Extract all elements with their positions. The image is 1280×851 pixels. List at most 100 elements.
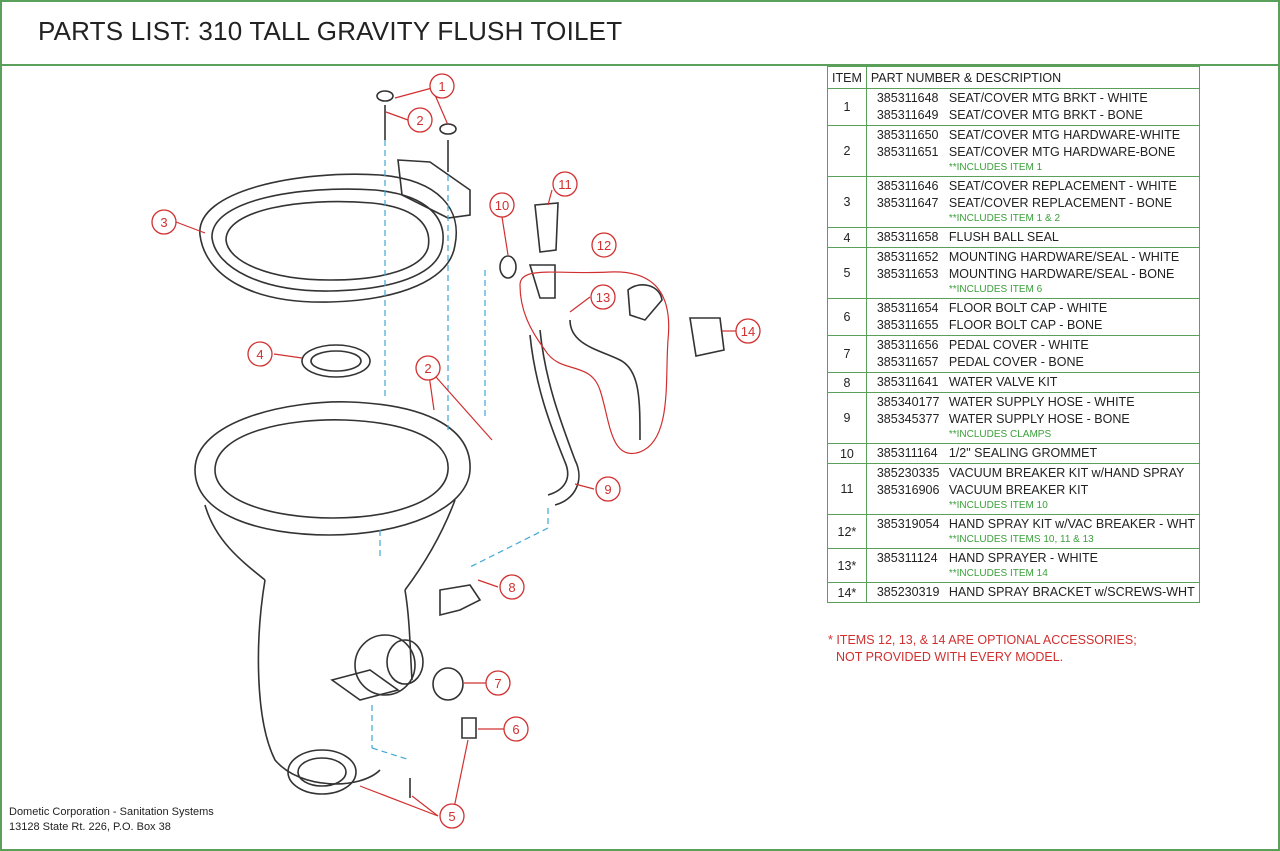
part-description: VACUUM BREAKER KIT: [948, 483, 1089, 497]
svg-text:11: 11: [558, 177, 572, 192]
svg-text:12: 12: [597, 238, 611, 253]
part-number: 385311164: [876, 446, 938, 460]
part-number: 385311650: [876, 128, 939, 142]
part-line: 385340177 WATER SUPPLY HOSE - WHITE: [871, 394, 1195, 411]
svg-text:4: 4: [256, 347, 263, 362]
part-description: WATER SUPPLY HOSE - WHITE: [948, 395, 1135, 409]
header: PARTS LIST: 310 TALL GRAVITY FLUSH TOILE…: [0, 0, 1280, 66]
includes-note: **INCLUDES ITEM 1 & 2: [948, 213, 1061, 224]
part-number: 385311656: [876, 338, 939, 352]
part-number: 385230335: [876, 466, 940, 480]
svg-text:1: 1: [438, 79, 445, 94]
svg-text:13: 13: [596, 290, 610, 305]
company-line-1: Dometic Corporation - Sanitation Systems: [9, 806, 214, 818]
callout-1: 1: [429, 73, 455, 99]
part-number: 385311657: [876, 355, 939, 369]
part-description-cell: 385311641 WATER VALVE KIT: [865, 372, 1201, 393]
item-number: 1: [827, 88, 867, 126]
part-number: 385311641: [876, 375, 939, 389]
part-number: 385316906: [876, 483, 940, 497]
part-number: 385311651: [876, 145, 939, 159]
svg-text:9: 9: [604, 482, 611, 497]
part-line: 385316906 VACUUM BREAKER KIT: [871, 482, 1195, 499]
part-number: 385340177: [876, 395, 940, 409]
item-number: 11: [827, 463, 867, 515]
part-description: SEAT/COVER MTG BRKT - BONE: [948, 108, 1143, 122]
callout-14: 14: [735, 318, 761, 344]
callout-9: 9: [595, 476, 621, 502]
part-number: 385311658: [876, 230, 939, 244]
callout-2-top: 2: [407, 107, 433, 133]
includes-note: **INCLUDES ITEMS 10, 11 & 13: [948, 534, 1094, 545]
part-description: WATER VALVE KIT: [948, 375, 1058, 389]
part-description: FLOOR BOLT CAP - WHITE: [948, 301, 1108, 315]
svg-text:2: 2: [416, 113, 423, 128]
includes-note: **INCLUDES CLAMPS: [948, 429, 1052, 440]
callout-2-bowl: 2: [415, 355, 441, 381]
part-number: 385311646: [876, 179, 939, 193]
optional-accessories-footnote: * ITEMS 12, 13, & 14 ARE OPTIONAL ACCESS…: [828, 632, 1137, 666]
table-row: 11 385230335 VACUUM BREAKER KIT w/HAND SPR…: [827, 463, 1201, 515]
part-number: 385345377: [876, 412, 940, 426]
part-description-cell: 385311650 SEAT/COVER MTG HARDWARE-WHITE 38…: [865, 125, 1201, 177]
footnote-line-2: NOT PROVIDED WITH EVERY MODEL.: [836, 650, 1064, 664]
callout-5: 5: [439, 803, 465, 829]
page-title: PARTS LIST: 310 TALL GRAVITY FLUSH TOILE…: [38, 16, 623, 46]
part-description: VACUUM BREAKER KIT w/HAND SPRAY: [948, 466, 1185, 480]
callout-4: 4: [247, 341, 273, 367]
part-line: 385311646 SEAT/COVER REPLACEMENT - WHITE: [871, 178, 1195, 195]
footnote-line-1: * ITEMS 12, 13, & 14 ARE OPTIONAL ACCESS…: [828, 633, 1137, 647]
part-description: SEAT/COVER REPLACEMENT - WHITE: [948, 179, 1177, 193]
includes-note: **INCLUDES ITEM 1: [948, 162, 1043, 173]
part-description: PEDAL COVER - WHITE: [948, 338, 1089, 352]
item-number: 3: [827, 176, 867, 228]
part-number: 385230319: [876, 585, 940, 599]
item-number: 6: [827, 298, 867, 336]
part-description: MOUNTING HARDWARE/SEAL - BONE: [948, 267, 1175, 281]
part-number: 385311655: [876, 318, 939, 332]
mounting-seal-drawing: [287, 749, 357, 795]
part-number: 385311649: [876, 108, 939, 122]
part-description: MOUNTING HARDWARE/SEAL - WHITE: [948, 250, 1180, 264]
column-header-item: ITEM: [827, 66, 867, 89]
part-number: 385311652: [876, 250, 939, 264]
part-number: 385311124: [876, 551, 938, 565]
part-number: 385319054: [876, 517, 940, 531]
part-line: 385230335 VACUUM BREAKER KIT w/HAND SPRAY: [871, 465, 1195, 482]
flush-ball-seal-drawing: [301, 344, 371, 378]
callout-3: 3: [151, 209, 177, 235]
part-description: SEAT/COVER MTG HARDWARE-BONE: [948, 145, 1176, 159]
column-header-description: PART NUMBER & DESCRIPTION: [865, 66, 1201, 89]
part-description: SEAT/COVER MTG BRKT - WHITE: [948, 91, 1148, 105]
callout-8: 8: [499, 574, 525, 600]
part-line: 385311652 MOUNTING HARDWARE/SEAL - WHITE: [871, 249, 1195, 266]
svg-text:10: 10: [495, 198, 509, 213]
svg-text:7: 7: [494, 676, 501, 691]
item-number: 7: [827, 335, 867, 373]
bowl-drawing: [194, 401, 471, 785]
svg-text:8: 8: [508, 580, 515, 595]
part-description: SEAT/COVER MTG HARDWARE-WHITE: [948, 128, 1181, 142]
